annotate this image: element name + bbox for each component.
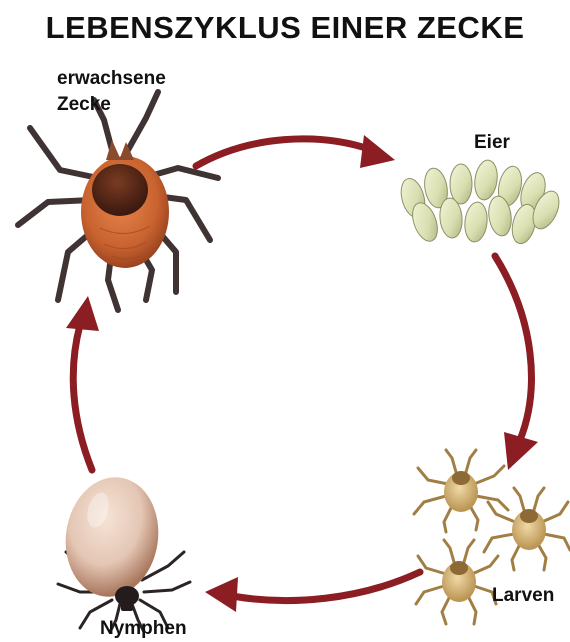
- nymph-illustration: [58, 471, 190, 632]
- larva-3: [416, 540, 498, 624]
- arrow-head-larvae: [504, 432, 538, 470]
- arrow-eggs-to-larvae: [495, 256, 531, 440]
- arrow-head-nymphs: [205, 577, 238, 612]
- eggs-illustration: [397, 159, 564, 246]
- stage-label-nymphs: Nymphen: [100, 616, 187, 642]
- stage-label-eggs-text: Eier: [474, 130, 510, 156]
- arrow-adult-to-eggs: [196, 139, 372, 166]
- arrow-larvae-to-nymphs: [232, 572, 420, 601]
- stage-label-eggs: Eier: [474, 130, 510, 156]
- arrow-head-eggs: [360, 135, 395, 168]
- adult-tick-illustration: [18, 92, 218, 310]
- arrow-head-adult: [66, 296, 99, 331]
- stage-label-adult-line-2: Zecke: [57, 92, 166, 118]
- arrow-nymphs-to-adult: [73, 325, 92, 470]
- stage-label-adult-tick: erwachsene Zecke: [57, 66, 166, 118]
- stage-label-adult-line-1: erwachsene: [57, 66, 166, 92]
- stage-label-nymphs-text: Nymphen: [100, 616, 187, 642]
- stage-label-larvae: Larven: [492, 583, 554, 609]
- stage-label-larvae-text: Larven: [492, 583, 554, 609]
- larva-1: [414, 450, 508, 532]
